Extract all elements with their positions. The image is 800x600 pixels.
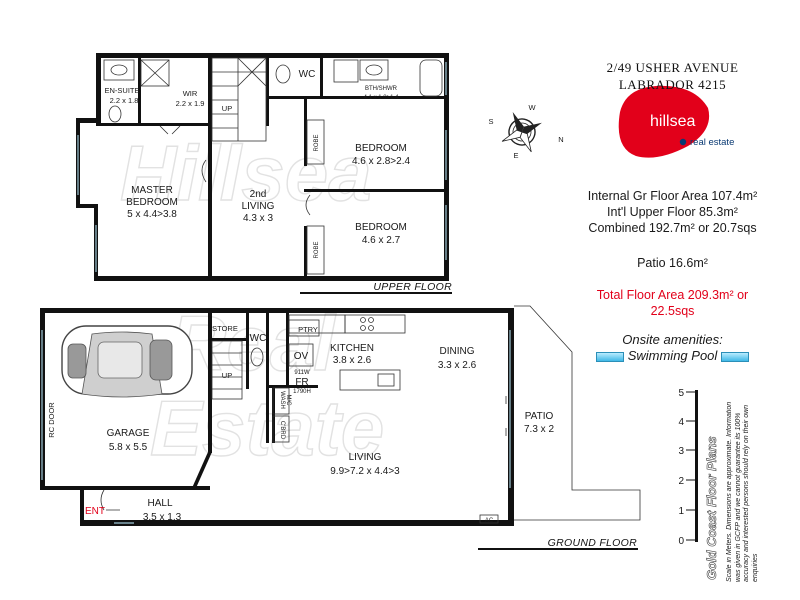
bedroom-1-name: BEDROOM	[355, 143, 407, 154]
store-label: STORE	[212, 324, 238, 333]
wash-label: WASH	[279, 391, 285, 409]
scale-tick-5: 5	[678, 388, 684, 399]
logo-name: hillsea	[650, 113, 695, 130]
disclaimer-text: Scale in Meters. Dimensions are approxim…	[726, 401, 759, 582]
living2-name-2: LIVING	[242, 201, 275, 212]
upper-floor-label: UPPER FLOOR	[373, 281, 452, 293]
total-area-line-2: 22.5sqs	[650, 304, 695, 318]
compass-icon	[501, 112, 542, 153]
master-name-2: BEDROOM	[126, 197, 178, 208]
compass-e: E	[513, 151, 518, 160]
fridge-width: 911W	[294, 370, 310, 376]
hall-dims: 3.5 x 1.3	[143, 512, 182, 523]
bedroom-2-name: BEDROOM	[355, 222, 407, 233]
garage-dims: 5.8 x 5.5	[109, 442, 148, 453]
garage-name: GARAGE	[107, 428, 150, 439]
dining-dims: 3.3 x 2.6	[438, 360, 477, 371]
hillsea-logo: hillsea real estate	[618, 85, 734, 158]
internal-ground-area: Internal Gr Floor Area 107.4m²	[587, 189, 758, 203]
amenities-row: Swimming Pool	[560, 348, 785, 363]
amenities-heading: Onsite amenities:	[622, 332, 723, 347]
robe-1: ROBE	[314, 134, 320, 151]
living2-dims: 4.3 x 3	[243, 213, 273, 224]
living-dims: 9.9>7.2 x 4.4>3	[330, 466, 400, 477]
cbrd-label: C'BRD	[279, 421, 285, 440]
master-name-1: MASTER	[131, 185, 173, 196]
compass-n: N	[558, 135, 563, 144]
entry-label: ENT	[85, 506, 105, 517]
total-area-line-1: Total Floor Area 209.3m² or	[596, 288, 749, 302]
rc-door-label: RC DOOR	[47, 402, 56, 438]
upper-floor-fixtures	[77, 57, 447, 275]
watermark-lower-1: Real	[170, 299, 336, 387]
scale-tick-3: 3	[678, 446, 684, 457]
ensuite-dims: 2.2 x 1.8	[110, 96, 139, 105]
scale-tick-1: 1	[678, 506, 684, 517]
scale-tick-0: 0	[678, 536, 684, 547]
hall-name: HALL	[147, 498, 172, 509]
ground-floor-label: GROUND FLOOR	[548, 537, 637, 549]
pantry-label: PTRY	[298, 325, 318, 334]
watermark-upper: Hillsea	[120, 129, 371, 217]
bath-name: BTH/SHWR	[365, 86, 398, 92]
logo-sub: real estate	[690, 137, 734, 148]
ground-floor-labels: STORE WC PTRY OV KITCHEN 3.8 x 2.6 911W …	[47, 324, 638, 550]
ground-wc: WC	[250, 333, 267, 344]
disclaimer-wrap: Scale in Meters. Dimensions are approxim…	[726, 401, 759, 582]
ground-stair-up: UP	[222, 371, 232, 380]
compass-s: S	[488, 117, 493, 126]
oven-label: OV	[294, 351, 309, 362]
master-dims: 5 x 4.4>3.8	[127, 209, 177, 220]
wir-dims: 2.2 x 1.9	[176, 99, 205, 108]
internal-upper-area: Int'l Upper Floor 85.3m²	[607, 205, 738, 219]
living-name: LIVING	[349, 452, 382, 463]
pool-icon-right	[720, 351, 749, 362]
patio-name: PATIO	[525, 411, 554, 422]
wir-name: WIR	[183, 89, 198, 98]
scale-bar: 5 4 3 2 1 0	[678, 388, 698, 547]
robe-2: ROBE	[314, 241, 320, 258]
ensuite-name: EN-SUITE	[104, 86, 139, 95]
upper-stair-up: UP	[222, 104, 232, 113]
combined-area: Combined 192.7m² or 20.7sqs	[588, 221, 757, 235]
bath-dims: 4.1 x 1.8>1.4	[364, 95, 400, 101]
scale-tick-4: 4	[678, 417, 684, 428]
living2-name-1: 2nd	[250, 189, 267, 200]
mc-label: M/C	[285, 395, 291, 407]
company-credit: Gold Coast Floor Plans	[704, 436, 719, 580]
address-line-2: LABRADOR 4215	[618, 77, 727, 92]
bedroom-2-dims: 4.6 x 2.7	[362, 235, 401, 246]
upper-floor-labels: EN-SUITE 2.2 x 1.8 WIR 2.2 x 1.9 UP WC B…	[104, 69, 452, 294]
car-icon	[61, 325, 193, 398]
upper-wc: WC	[299, 69, 316, 80]
ac-label: AC	[485, 518, 494, 524]
fridge-label: FR	[295, 377, 308, 388]
address-line-1: 2/49 USHER AVENUE	[606, 60, 739, 75]
kitchen-name: KITCHEN	[330, 343, 374, 354]
patio-area: Patio 16.6m²	[637, 256, 708, 270]
kitchen-dims: 3.8 x 2.6	[333, 355, 372, 366]
fridge-height: 1790H	[293, 389, 311, 395]
pool-icon-left	[596, 351, 625, 362]
compass-w: W	[528, 103, 536, 112]
ground-floor-fixtures	[41, 305, 641, 524]
bedroom-1-dims: 4.6 x 2.8>2.4	[352, 156, 411, 167]
dining-name: DINING	[440, 346, 475, 357]
patio-dims: 7.3 x 2	[524, 424, 554, 435]
scale-tick-2: 2	[678, 476, 684, 487]
amenity-swimming-pool: Swimming Pool	[627, 348, 718, 363]
